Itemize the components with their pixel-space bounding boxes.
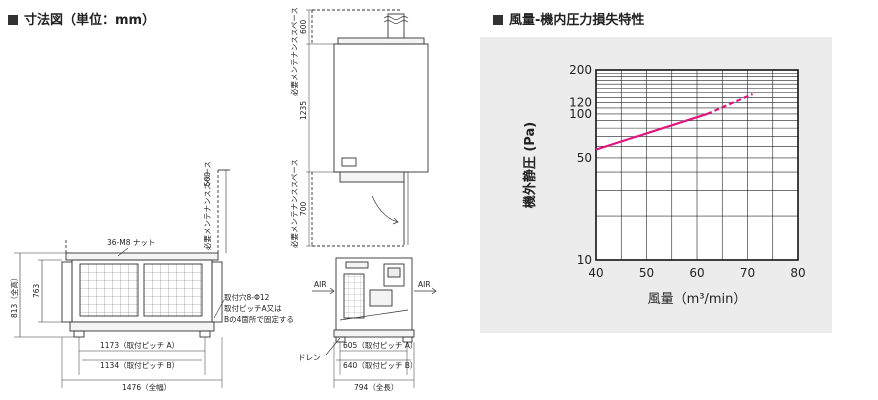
front-pitch-a-dim: 1173（取付ピッチ A） xyxy=(100,340,179,350)
side-pitch-b-dim: 640（取付ピッチ B） xyxy=(343,360,417,370)
y-axis-label: 機外静圧 (Pa) xyxy=(522,122,538,208)
plot-border xyxy=(595,69,799,261)
dimension-drawing: 36-M8 ナット 取付穴8-Φ12 取付ピッチA又は Bの4箇所で固定する 1… xyxy=(9,7,437,392)
front-foot-left xyxy=(73,330,85,338)
y-tick-label: 50 xyxy=(577,151,592,165)
y-tick-label: 100 xyxy=(569,107,592,121)
filter-mesh-right xyxy=(143,263,203,317)
dimensions-heading: 寸法図（単位：mm） xyxy=(8,9,155,28)
series-line-solid xyxy=(595,112,708,151)
side-pitch-a-dim: 605（取付ピッチ A） xyxy=(343,340,417,350)
filter-mesh-left xyxy=(79,263,139,317)
x-axis-label: 風量（m³/min） xyxy=(648,292,747,307)
side-panel-handle xyxy=(341,157,357,167)
side-body-height-dim: 1235 xyxy=(299,101,308,120)
x-tick-label: 70 xyxy=(740,266,755,280)
top-flange xyxy=(65,252,219,261)
front-foot-right xyxy=(199,330,211,338)
x-tick-label: 80 xyxy=(790,266,805,280)
x-tick-label: 50 xyxy=(639,266,654,280)
chart-grid xyxy=(595,69,799,261)
y-tick-label: 10 xyxy=(577,253,592,267)
side-housing xyxy=(333,43,429,173)
right-flange xyxy=(211,261,223,323)
side-grille xyxy=(343,273,365,319)
side-view-upper xyxy=(306,9,429,247)
mount-note-line-1: 取付穴8-Φ12 xyxy=(224,292,270,302)
side-foot-left xyxy=(335,336,346,343)
front-maint-space-value: 500 xyxy=(203,172,212,187)
mount-note-line-2: 取付ピッチA又は xyxy=(224,303,282,313)
x-tick-labels: 40 50 60 70 80 xyxy=(588,266,805,280)
front-pitch-b-dim: 1134（取付ピッチ B） xyxy=(100,360,179,370)
y-tick-label: 120 xyxy=(569,95,592,109)
x-tick-label: 40 xyxy=(588,266,603,280)
bullet-square-icon xyxy=(8,15,18,25)
bullet-square-icon xyxy=(493,15,503,25)
left-flange xyxy=(61,261,73,323)
front-maint-space-label: 必要メンテナンススペース xyxy=(202,161,212,250)
side-maint-top-label: 必要メンテナンススペース xyxy=(289,7,299,96)
drain-label: ドレン xyxy=(298,353,321,362)
front-width-dim: 1476（全幅） xyxy=(122,382,171,392)
front-total-height-dim: 813（全高） xyxy=(9,274,19,318)
x-tick-label: 60 xyxy=(689,266,704,280)
control-box xyxy=(383,263,405,287)
nut-label: 36-M8 ナット xyxy=(107,238,155,247)
side-length-dim: 794（全長） xyxy=(354,382,398,392)
label-plate xyxy=(345,261,369,269)
side-view-lower xyxy=(312,257,437,388)
air-in-label: AIR xyxy=(314,280,327,289)
side-foot-right xyxy=(402,336,413,343)
mount-note-line-3: Bの4箇所で固定する xyxy=(224,314,294,324)
front-height-dim: 763 xyxy=(32,283,41,298)
side-maint-bottom-label: 必要メンテナンススペース xyxy=(289,159,299,248)
front-base xyxy=(69,321,215,332)
front-view xyxy=(14,169,230,388)
chart-series xyxy=(595,92,753,151)
side-maint-top-value: 600 xyxy=(299,19,308,34)
side-base xyxy=(333,329,415,338)
chart-heading: 風量-機内圧力損失特性 xyxy=(493,9,644,28)
air-out-label: AIR xyxy=(418,280,431,289)
side-maint-bottom-value: 700 xyxy=(299,201,308,216)
y-tick-label: 200 xyxy=(569,63,592,77)
series-line-dashed xyxy=(706,92,753,115)
